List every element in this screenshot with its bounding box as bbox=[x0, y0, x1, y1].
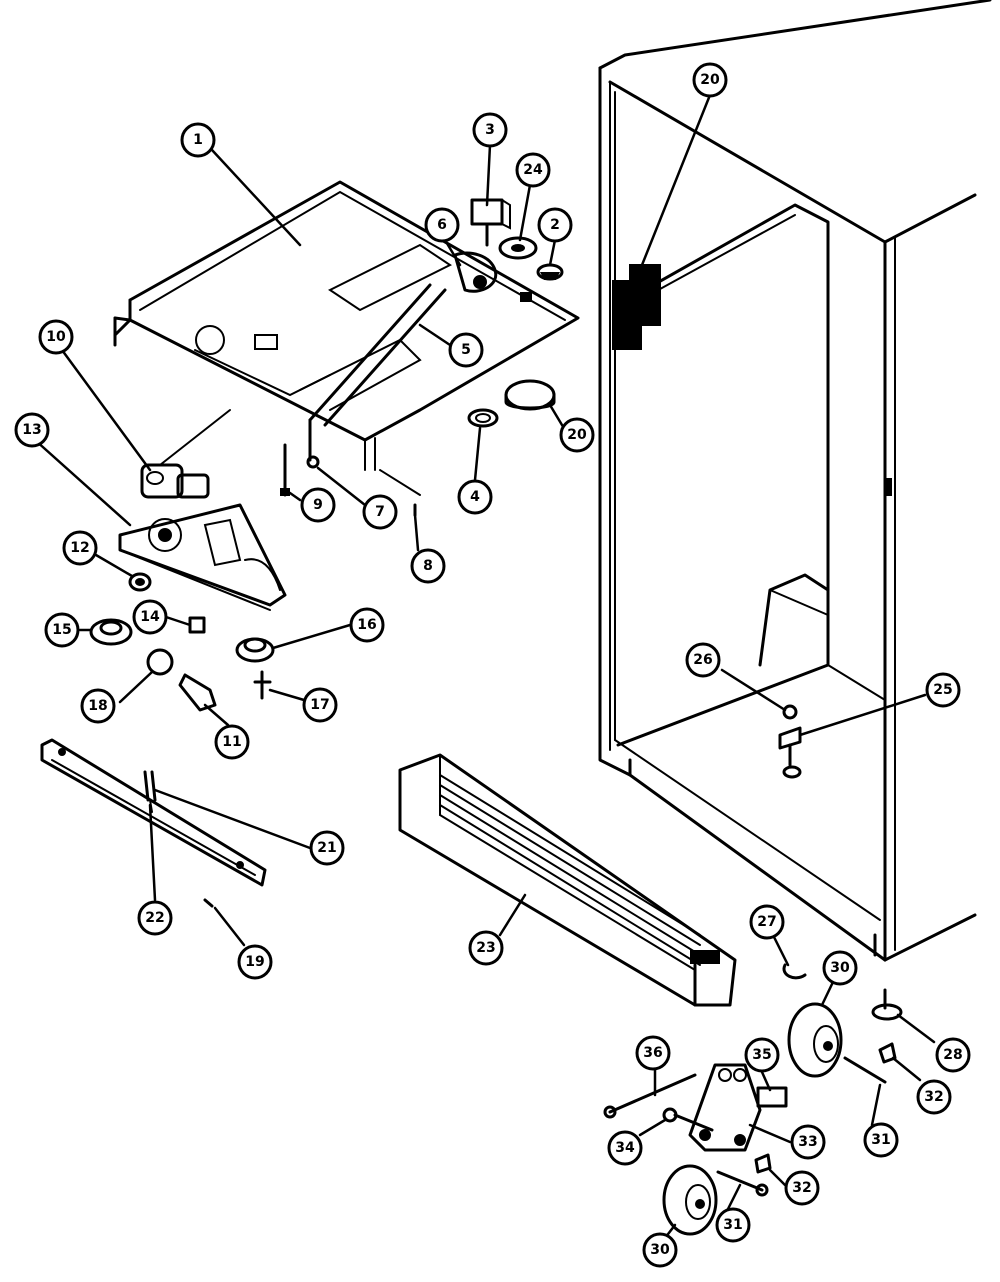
callouts: 1 2 3 4 5 6 7 8 9 10 11 12 13 14 15 16 1… bbox=[14, 62, 971, 1268]
svg-text:11: 11 bbox=[222, 734, 241, 750]
callout-30-lower: 30 bbox=[642, 1232, 678, 1268]
leveler-parts bbox=[778, 704, 903, 1021]
svg-text:9: 9 bbox=[313, 497, 323, 513]
small-hardware bbox=[89, 198, 564, 712]
callout-32-upper: 32 bbox=[916, 1079, 952, 1115]
callout-26: 26 bbox=[685, 642, 721, 678]
svg-text:16: 16 bbox=[357, 617, 376, 633]
svg-text:4: 4 bbox=[470, 489, 480, 505]
callout-7: 7 bbox=[362, 494, 398, 530]
callout-15: 15 bbox=[44, 612, 80, 648]
svg-text:34: 34 bbox=[615, 1140, 635, 1156]
callout-12: 12 bbox=[62, 530, 98, 566]
callout-1: 1 bbox=[180, 122, 216, 158]
callout-18: 18 bbox=[80, 688, 116, 724]
callout-13: 13 bbox=[14, 412, 50, 448]
callout-25: 25 bbox=[925, 672, 961, 708]
callout-17: 17 bbox=[302, 687, 338, 723]
svg-text:1: 1 bbox=[193, 132, 203, 148]
svg-text:27: 27 bbox=[757, 914, 776, 930]
svg-text:3: 3 bbox=[485, 122, 495, 138]
svg-text:20: 20 bbox=[700, 72, 720, 88]
callout-23: 23 bbox=[468, 930, 504, 966]
svg-text:22: 22 bbox=[145, 910, 164, 926]
svg-text:2: 2 bbox=[550, 217, 560, 233]
svg-text:7: 7 bbox=[375, 504, 385, 520]
svg-text:21: 21 bbox=[317, 840, 336, 856]
callout-19: 19 bbox=[237, 944, 273, 980]
callout-3: 3 bbox=[472, 112, 508, 148]
callout-28: 28 bbox=[935, 1037, 971, 1073]
svg-text:24: 24 bbox=[523, 162, 543, 178]
svg-text:15: 15 bbox=[52, 622, 71, 638]
evaporator-cover bbox=[113, 180, 580, 496]
callout-16: 16 bbox=[349, 607, 385, 643]
callout-21: 21 bbox=[309, 830, 345, 866]
callout-8: 8 bbox=[410, 548, 446, 584]
svg-text:20: 20 bbox=[567, 427, 587, 443]
cabinet bbox=[598, 0, 992, 962]
callout-31-upper: 31 bbox=[863, 1122, 899, 1158]
drain-trough bbox=[40, 738, 267, 908]
svg-text:17: 17 bbox=[310, 697, 329, 713]
callout-4: 4 bbox=[457, 479, 493, 515]
callout-10: 10 bbox=[38, 319, 74, 355]
callout-11: 11 bbox=[214, 724, 250, 760]
svg-text:10: 10 bbox=[46, 329, 66, 345]
callout-14: 14 bbox=[132, 599, 168, 635]
svg-text:18: 18 bbox=[88, 698, 107, 714]
svg-text:31: 31 bbox=[723, 1217, 742, 1233]
callout-34: 34 bbox=[607, 1130, 643, 1166]
callout-2: 2 bbox=[537, 207, 573, 243]
svg-text:6: 6 bbox=[437, 217, 447, 233]
callout-5: 5 bbox=[448, 332, 484, 368]
callout-20-side: 20 bbox=[559, 417, 595, 453]
callout-22: 22 bbox=[137, 900, 173, 936]
svg-text:5: 5 bbox=[461, 342, 471, 358]
callout-32-lower: 32 bbox=[784, 1170, 820, 1206]
svg-text:33: 33 bbox=[798, 1134, 817, 1150]
rollers bbox=[603, 1002, 897, 1236]
callout-31-lower: 31 bbox=[715, 1207, 751, 1243]
svg-text:36: 36 bbox=[643, 1045, 662, 1061]
svg-text:12: 12 bbox=[70, 540, 89, 556]
callout-36: 36 bbox=[635, 1035, 671, 1071]
callout-24: 24 bbox=[515, 152, 551, 188]
svg-text:30: 30 bbox=[830, 960, 850, 976]
thermostat bbox=[140, 409, 231, 499]
svg-text:31: 31 bbox=[871, 1132, 890, 1148]
svg-text:8: 8 bbox=[423, 558, 433, 574]
svg-text:13: 13 bbox=[22, 422, 41, 438]
svg-text:23: 23 bbox=[476, 940, 495, 956]
callout-9: 9 bbox=[300, 487, 336, 523]
svg-text:30: 30 bbox=[650, 1242, 670, 1258]
svg-text:26: 26 bbox=[693, 652, 712, 668]
svg-text:25: 25 bbox=[933, 682, 952, 698]
toe-grille bbox=[398, 753, 737, 1007]
control-housing bbox=[118, 503, 287, 611]
svg-text:35: 35 bbox=[752, 1047, 771, 1063]
svg-text:32: 32 bbox=[924, 1089, 943, 1105]
callout-35: 35 bbox=[744, 1037, 780, 1073]
svg-text:28: 28 bbox=[943, 1047, 962, 1063]
callout-33: 33 bbox=[790, 1124, 826, 1160]
svg-text:32: 32 bbox=[792, 1180, 811, 1196]
callout-20-top: 20 bbox=[692, 62, 728, 98]
callout-30-upper: 30 bbox=[822, 950, 858, 986]
callout-27: 27 bbox=[749, 904, 785, 940]
callout-6: 6 bbox=[424, 207, 460, 243]
svg-text:19: 19 bbox=[245, 954, 264, 970]
svg-text:14: 14 bbox=[140, 609, 160, 625]
